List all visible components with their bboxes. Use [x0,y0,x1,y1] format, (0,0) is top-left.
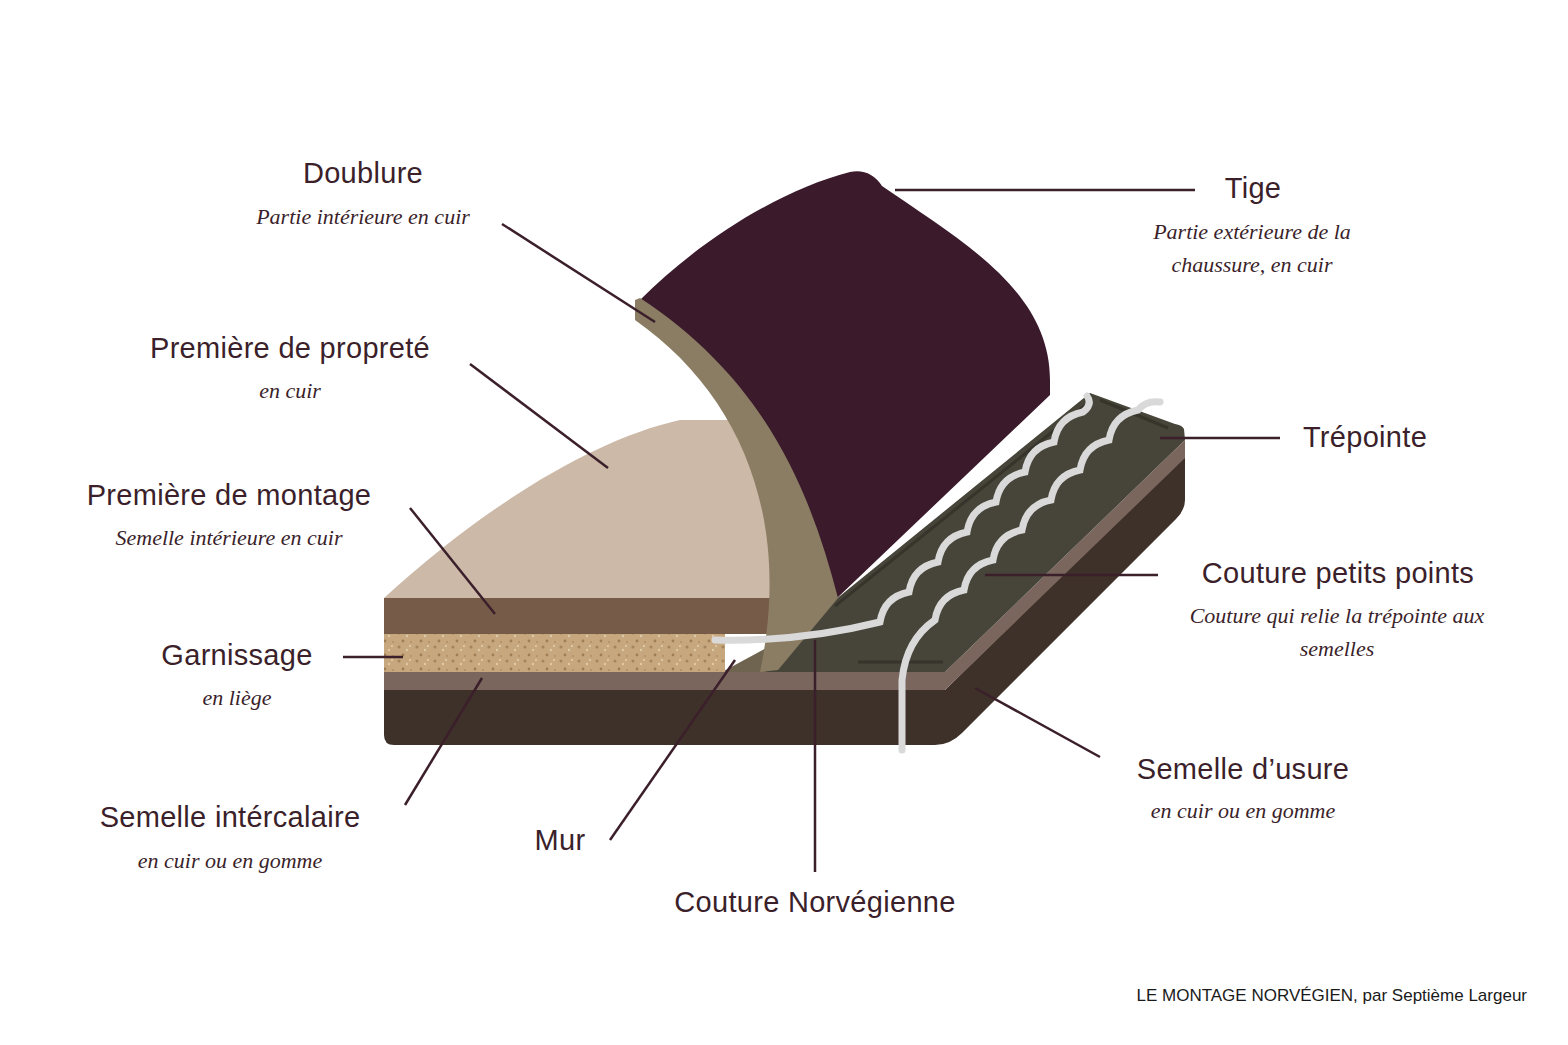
part-note: en cuir ou en gomme [138,844,323,877]
part-label: Mur [535,824,586,857]
part-label: Couture Norvégienne [674,886,955,919]
upper [640,171,1050,600]
sock-liner [384,420,802,598]
part-label: Garnissage [161,639,312,672]
part-note: en cuir ou en gomme [1151,794,1336,827]
stitch-line [902,402,1160,750]
part-label: Couture petits points [1202,557,1474,590]
insole [384,598,802,634]
norwegian-stitch [715,396,1089,640]
part-label: Première de montage [87,479,372,512]
part-note: en liège [202,681,271,714]
lining [635,298,838,672]
part-label: Doublure [303,157,423,190]
part-label: Tige [1225,172,1282,205]
part-label: Première de propreté [150,332,430,365]
cork-filler [384,634,725,672]
part-note: Partie intérieure en cuir [256,200,470,233]
part-note: Semelle intérieure en cuir [115,521,342,554]
part-note: en cuir [259,374,321,407]
part-note: Partie extérieure de la chaussure, en cu… [1122,215,1382,281]
caption: LE MONTAGE NORVÉGIEN, par Septième Large… [1136,986,1527,1006]
part-label: Semelle d’usure [1137,753,1349,786]
part-label: Semelle intércalaire [100,801,361,834]
part-note: Couture qui relie la trépointe aux semel… [1187,599,1487,665]
part-label: Trépointe [1303,421,1427,454]
